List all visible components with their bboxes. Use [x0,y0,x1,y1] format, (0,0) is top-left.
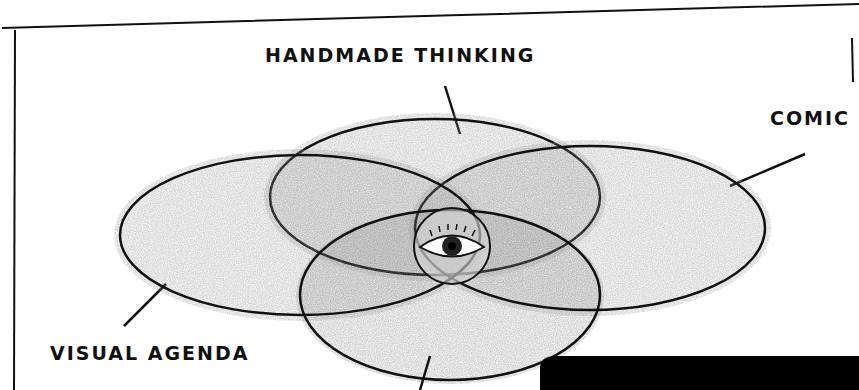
frame-line [852,38,853,82]
frame-line [14,30,15,390]
shaded-blob [114,149,486,321]
leader-line [420,356,430,390]
set-label: COMIC [770,109,850,128]
black-panel [540,356,859,390]
center-circle [414,208,490,284]
venn-ellipse [120,155,480,315]
eye-iris [442,236,462,256]
eye-pupil [448,242,456,250]
venn-ellipse [300,210,600,380]
ellipse-outline [120,155,480,315]
set-label: HANDMADE THINKING [265,46,535,65]
eye-symbol [420,236,484,257]
eye-lashes [430,224,475,236]
frame-line [2,4,859,28]
venn-ellipse-node: VISUAL AGENDA [120,155,480,315]
set-label: VISUAL AGENDA [50,344,249,363]
